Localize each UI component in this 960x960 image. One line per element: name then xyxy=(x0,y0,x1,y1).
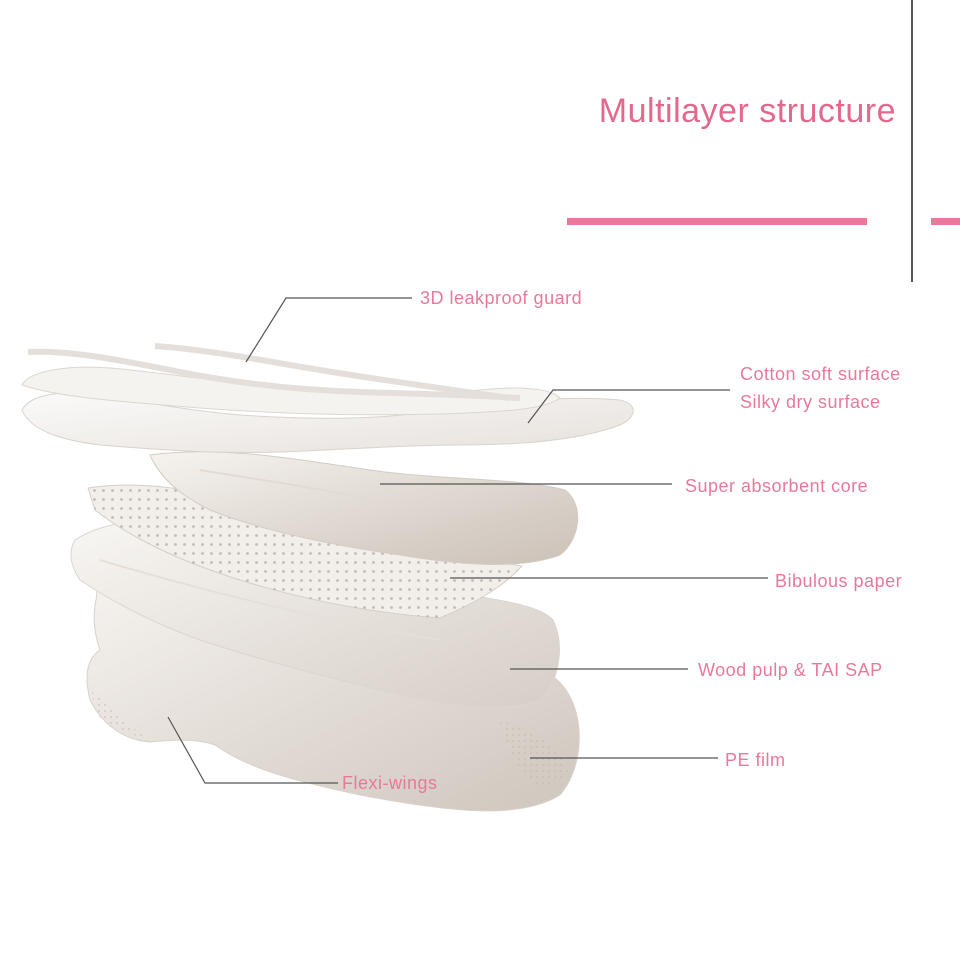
vertical-divider xyxy=(911,0,913,282)
leader-flexi-wings xyxy=(167,716,338,784)
page-title: Multilayer structure xyxy=(598,92,896,130)
accent-bar-left xyxy=(567,218,867,225)
label-cotton-surface: Cotton soft surface xyxy=(740,364,901,384)
label-leakproof-guard: 3D leakproof guard xyxy=(420,288,583,308)
accent-bar-right xyxy=(931,218,960,225)
label-wood-pulp: Wood pulp & TAI SAP xyxy=(698,660,883,680)
layer-top-surface xyxy=(21,343,634,454)
label-silky-surface: Silky dry surface xyxy=(740,392,881,412)
leader-lines xyxy=(167,297,768,784)
label-flexi-wings: Flexi-wings xyxy=(342,773,438,793)
layer-absorbent-core xyxy=(149,451,579,565)
leader-cotton-surface xyxy=(527,389,730,424)
leader-leakproof-guard xyxy=(245,297,412,363)
label-absorbent-core: Super absorbent core xyxy=(685,476,869,496)
label-bibulous-paper: Bibulous paper xyxy=(775,571,903,591)
label-pe-film: PE film xyxy=(725,750,786,770)
